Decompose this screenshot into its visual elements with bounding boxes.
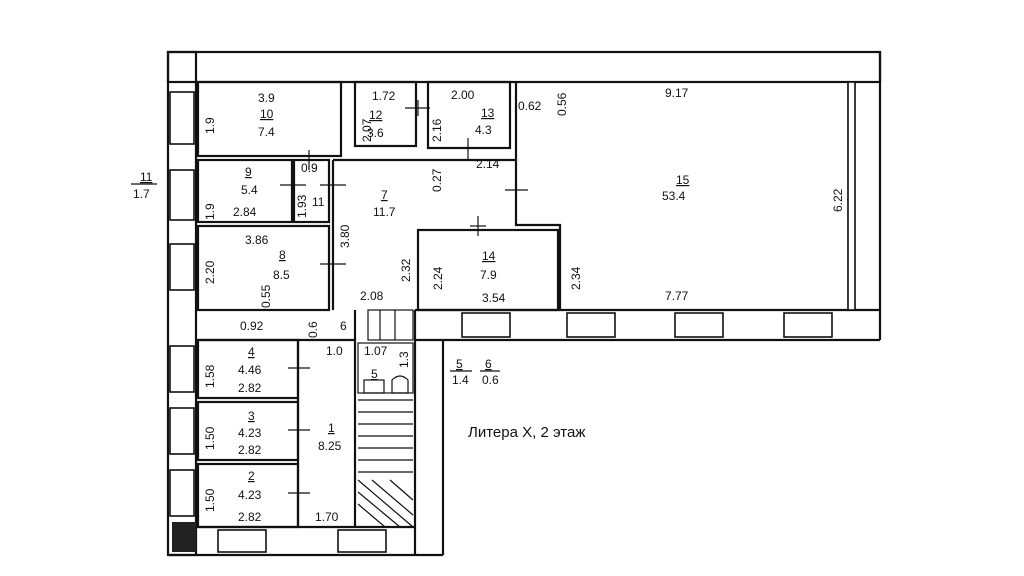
room-4-area: 4.46	[238, 363, 262, 377]
dim-label: 6.22	[831, 188, 845, 212]
room-7-number: 7	[381, 188, 388, 202]
dim-label: 2.14	[476, 157, 500, 171]
dim-label: 2.82	[238, 443, 262, 457]
room-1-area: 8.25	[318, 439, 342, 453]
room-6-number: 6	[485, 357, 492, 371]
building-walls	[166, 50, 882, 557]
room-15-area: 53.4	[662, 189, 686, 203]
dim-label: 3.80	[338, 224, 352, 248]
dim-label: 1.9	[203, 203, 217, 220]
dim-label: 6	[340, 319, 347, 333]
room-10-number: 10	[260, 107, 274, 121]
room-15-number: 15	[676, 173, 690, 187]
room-7-area: 11.7	[373, 205, 396, 219]
room-12-number: 12	[369, 108, 383, 122]
dim-label: 2.82	[238, 381, 262, 395]
dim-label: 1.0	[326, 344, 343, 358]
dim-label: 3.9	[258, 91, 275, 105]
room-3-number: 3	[248, 409, 255, 423]
room-5-number: 5	[371, 367, 378, 381]
dim-label: 2.34	[569, 266, 583, 290]
dim-label: 1.93	[295, 194, 309, 218]
room-12-area: 3.6	[367, 126, 384, 140]
dim-label: 0.9	[301, 161, 318, 175]
dim-label: 0.56	[555, 92, 569, 116]
dim-label: 11	[312, 195, 325, 209]
room-5b-number: 5	[456, 357, 463, 371]
dim-label: 1.50	[203, 426, 217, 450]
dim-label: 2.20	[203, 260, 217, 284]
dim-label: 0.27	[430, 168, 444, 192]
room-4-number: 4	[248, 345, 255, 359]
dim-label: 1.58	[203, 364, 217, 388]
dim-label: 0.62	[518, 99, 542, 113]
room-6-area: 0.6	[482, 373, 499, 387]
dim-label: 2.24	[431, 266, 445, 290]
dim-label: 2.08	[360, 289, 384, 303]
windows	[169, 81, 856, 553]
dim-label: 1.9	[203, 117, 217, 134]
room-2-area: 4.23	[238, 488, 262, 502]
dim-label: 1.50	[203, 488, 217, 512]
dim-label: 2.84	[233, 205, 257, 219]
fraction-bars	[131, 183, 500, 372]
room-11-area: 1.7	[133, 187, 150, 201]
plan-title: Литера Х, 2 этаж	[468, 424, 585, 441]
plan-labels: 10 12 13 15 9 7 8 14 4 3 2 1 5 11 5 6 7.…	[133, 86, 845, 524]
dim-label: 2.32	[399, 258, 413, 282]
dim-label: 3.54	[482, 291, 506, 305]
dim-label: 2.82	[238, 510, 262, 524]
room-outlines	[196, 80, 562, 529]
room-2-number: 2	[248, 469, 255, 483]
dim-label: 1.72	[372, 89, 396, 103]
dim-label: 1.70	[315, 510, 339, 524]
room-10-area: 7.4	[258, 125, 275, 139]
room-13-area: 4.3	[475, 123, 492, 137]
room-9-number: 9	[245, 165, 252, 179]
dim-label: 0.92	[240, 319, 264, 333]
room-1-number: 1	[328, 421, 335, 435]
room-14-area: 7.9	[480, 268, 497, 282]
dim-label: 0.55	[259, 284, 273, 308]
room-3-area: 4.23	[238, 426, 262, 440]
door-marks	[280, 100, 528, 494]
room-13-number: 13	[481, 106, 495, 120]
room-8-area: 8.5	[273, 268, 290, 282]
dim-label: 1.07	[364, 344, 388, 358]
dim-label: 0.6	[306, 321, 320, 338]
room-5b-area: 1.4	[452, 373, 469, 387]
dim-label: 3.86	[245, 233, 269, 247]
room-8-number: 8	[279, 248, 286, 262]
room-11-number: 11	[140, 170, 153, 184]
dim-label: 2.07	[360, 118, 374, 142]
dim-label: 2.00	[451, 88, 475, 102]
dim-label: 2.16	[430, 118, 444, 142]
room-9-area: 5.4	[241, 183, 258, 197]
dim-label: 7.77	[665, 289, 689, 303]
dim-label: 1.3	[397, 351, 411, 368]
dim-label: 9.17	[665, 86, 689, 100]
room-14-number: 14	[482, 249, 496, 263]
